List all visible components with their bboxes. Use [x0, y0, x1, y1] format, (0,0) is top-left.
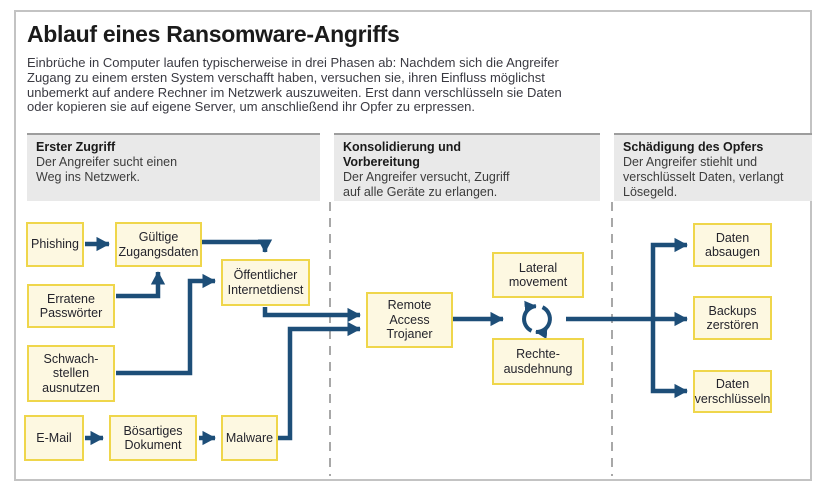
- node-label: Malware: [225, 430, 274, 445]
- phase-title: Schädigung des Opfers: [623, 140, 764, 154]
- node-remote-access-trojan: Remote Access Trojaner: [366, 292, 453, 348]
- node-label: Öffentlicher Internetdienst: [227, 268, 304, 297]
- node-data-exfiltration: Daten absaugen: [693, 223, 772, 267]
- node-label: E-Mail: [36, 430, 72, 445]
- phase-header-konsolidierung: Konsolidierung und Vorbereitung Der Angr…: [334, 133, 600, 201]
- node-guessed-passwords: Erratene Passwörter: [27, 284, 115, 328]
- node-public-internet-service: Öffentlicher Internetdienst: [221, 259, 310, 306]
- node-label: Schwach- stellen ausnutzen: [42, 351, 100, 395]
- phase-header-schaedigung: Schädigung des Opfers Der Angreifer stie…: [614, 133, 812, 201]
- node-label: Remote Access Trojaner: [386, 298, 433, 342]
- node-malicious-document: Bösartiges Dokument: [109, 415, 197, 461]
- phase-title: Konsolidierung und Vorbereitung: [343, 140, 462, 169]
- node-label: Gültige Zugangsdaten: [118, 230, 199, 259]
- node-label: Rechte- ausdehnung: [503, 347, 573, 376]
- node-privilege-escalation: Rechte- ausdehnung: [492, 338, 584, 385]
- intro-paragraph: Einbrüche in Computer laufen typischerwe…: [27, 55, 562, 115]
- page-title: Ablauf eines Ransomware-Angriffs: [27, 21, 400, 47]
- phase-description: Der Angreifer versucht, Zugriff auf alle…: [343, 170, 510, 199]
- node-label: Daten absaugen: [705, 230, 760, 260]
- node-valid-credentials: Gültige Zugangsdaten: [115, 222, 202, 267]
- node-email: E-Mail: [24, 415, 84, 461]
- node-label: Backups zerstören: [706, 303, 759, 333]
- node-phishing: Phishing: [26, 222, 84, 267]
- node-exploit-vulnerabilities: Schwach- stellen ausnutzen: [27, 345, 115, 402]
- node-label: Lateral movement: [508, 260, 568, 290]
- node-destroy-backups: Backups zerstören: [693, 296, 772, 340]
- node-label: Phishing: [31, 237, 79, 252]
- node-label: Bösartiges Dokument: [123, 423, 183, 453]
- phase-description: Der Angreifer sucht einen Weg ins Netzwe…: [36, 155, 178, 184]
- node-label: Daten verschlüsseln: [694, 377, 771, 406]
- phase-description: Der Angreifer stiehlt und verschlüsselt …: [623, 155, 784, 199]
- phase-title: Erster Zugriff: [36, 140, 116, 154]
- node-malware: Malware: [221, 415, 278, 461]
- phase-header-erster-zugriff: Erster Zugriff Der Angreifer sucht einen…: [27, 133, 320, 201]
- phase-divider-dashed: [329, 202, 331, 476]
- phase-divider-dashed: [611, 202, 613, 476]
- node-lateral-movement: Lateral movement: [492, 252, 584, 298]
- node-encrypt-data: Daten verschlüsseln: [693, 370, 772, 413]
- node-label: Erratene Passwörter: [39, 291, 103, 321]
